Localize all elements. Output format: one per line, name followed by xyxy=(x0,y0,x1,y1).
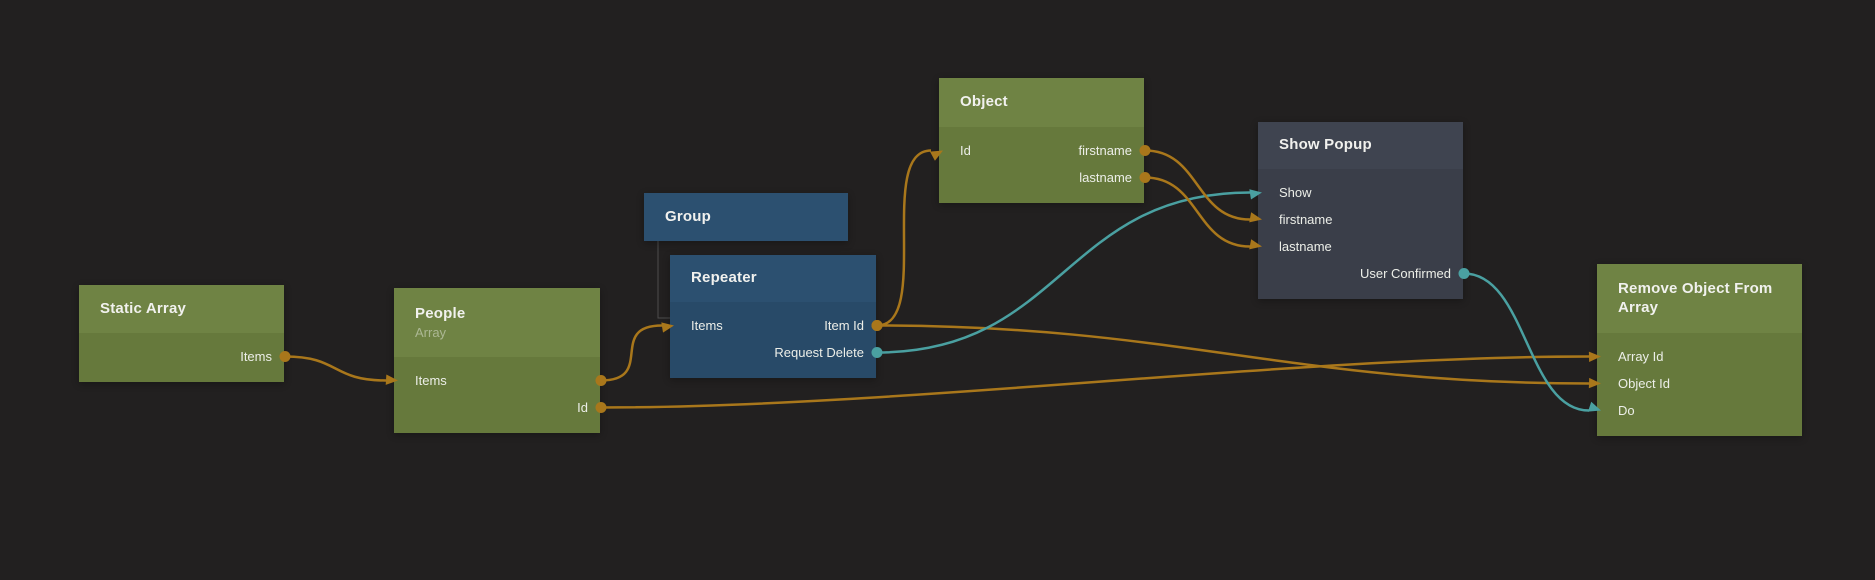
port-row: Object Id xyxy=(1597,370,1802,397)
port-items[interactable]: Items xyxy=(691,318,723,333)
wire-show-popup-3-to-remove-object-from-array-2[interactable] xyxy=(1463,272,1590,412)
port-firstname-output[interactable]: firstname xyxy=(1078,143,1132,158)
port-array-id[interactable]: Array Id xyxy=(1618,349,1664,364)
node-static-array[interactable]: Static Array Items xyxy=(79,285,284,382)
port-request-delete-output[interactable]: Request Delete xyxy=(774,345,864,360)
wire-object-0-to-show-popup-1[interactable] xyxy=(1144,149,1251,221)
output-port-dot[interactable] xyxy=(595,375,607,386)
wire-repeater-1-to-show-popup-0[interactable] xyxy=(876,191,1251,354)
port-id[interactable]: Id xyxy=(960,143,971,158)
input-port-arrow-icon[interactable] xyxy=(1587,401,1603,416)
hierarchy-line xyxy=(657,241,670,319)
node-people[interactable]: People Array Items Id xyxy=(394,288,600,433)
port-items[interactable]: Items xyxy=(415,373,447,388)
port-do[interactable]: Do xyxy=(1618,403,1635,418)
node-body: Items Item Id Request Delete xyxy=(670,302,876,378)
wire-static-array-0-to-people-0[interactable] xyxy=(284,355,387,382)
output-port-dot[interactable] xyxy=(595,402,607,413)
port-row: User Confirmed xyxy=(1258,260,1463,287)
input-port-arrow-icon[interactable] xyxy=(1249,212,1263,224)
node-group[interactable]: Group xyxy=(644,193,848,241)
node-header: Remove Object From Array xyxy=(1597,264,1802,333)
output-port-dot[interactable] xyxy=(1139,172,1151,183)
node-body: Show firstname lastname User Confirmed xyxy=(1258,169,1463,299)
node-body: Array Id Object Id Do xyxy=(1597,333,1802,436)
port-row: lastname xyxy=(939,164,1144,191)
node-repeater[interactable]: Repeater Items Item Id Request Delete xyxy=(670,255,876,378)
node-header: People Array xyxy=(394,288,600,357)
input-port-arrow-icon[interactable] xyxy=(1588,377,1601,389)
wire-repeater-0-to-remove-object-from-array-1[interactable] xyxy=(876,324,1590,385)
port-items-output[interactable]: Items xyxy=(240,349,272,364)
port-user-confirmed-output[interactable]: User Confirmed xyxy=(1359,266,1451,281)
port-row: Items xyxy=(394,367,600,394)
port-row: Request Delete xyxy=(670,339,876,366)
port-row: lastname xyxy=(1258,233,1463,260)
node-remove-object-from-array[interactable]: Remove Object From Array Array Id Object… xyxy=(1597,264,1802,436)
input-port-arrow-icon[interactable] xyxy=(929,146,946,161)
node-show-popup[interactable]: Show Popup Show firstname lastname User … xyxy=(1258,122,1463,299)
port-row: Id xyxy=(394,394,600,421)
output-port-dot[interactable] xyxy=(279,351,291,362)
port-row: Id firstname xyxy=(939,137,1144,164)
output-port-dot[interactable] xyxy=(871,347,883,358)
wire-repeater-0-to-object-0[interactable] xyxy=(876,149,932,327)
input-port-arrow-icon[interactable] xyxy=(1588,351,1601,363)
input-port-arrow-icon[interactable] xyxy=(385,374,399,386)
port-row: Do xyxy=(1597,397,1802,424)
node-title: Remove Object From Array xyxy=(1618,279,1773,316)
node-header: Repeater xyxy=(670,255,876,302)
port-row: Array Id xyxy=(1597,343,1802,370)
port-row: Show xyxy=(1258,179,1463,206)
node-title: Group xyxy=(665,207,711,225)
node-body: Items Id xyxy=(394,357,600,433)
port-item-id-output[interactable]: Item Id xyxy=(824,318,864,333)
node-title: People xyxy=(415,304,466,322)
node-header: Show Popup xyxy=(1258,122,1463,169)
output-port-dot[interactable] xyxy=(1139,145,1151,156)
port-lastname-output[interactable]: lastname xyxy=(1079,170,1132,185)
port-object-id[interactable]: Object Id xyxy=(1618,376,1671,391)
wire-people-0-to-repeater-0[interactable] xyxy=(600,324,663,382)
node-header: Object xyxy=(939,78,1144,127)
input-port-arrow-icon[interactable] xyxy=(1249,239,1263,251)
output-port-dot[interactable] xyxy=(871,320,883,331)
input-port-arrow-icon[interactable] xyxy=(1249,187,1262,200)
input-port-arrow-icon[interactable] xyxy=(661,320,675,333)
port-lastname[interactable]: lastname xyxy=(1279,239,1332,254)
node-title: Show Popup xyxy=(1279,136,1372,154)
port-firstname[interactable]: firstname xyxy=(1279,212,1333,227)
node-body: Items xyxy=(79,333,284,382)
node-header: Static Array xyxy=(79,285,284,333)
node-title: Repeater xyxy=(691,269,757,287)
node-header: Group xyxy=(644,193,848,241)
node-object[interactable]: Object Id firstname lastname xyxy=(939,78,1144,203)
port-row: Items Item Id xyxy=(670,312,876,339)
port-row: firstname xyxy=(1258,206,1463,233)
node-subtitle: Array xyxy=(415,325,447,341)
port-show[interactable]: Show xyxy=(1279,185,1312,200)
port-id-output[interactable]: Id xyxy=(577,400,588,415)
wire-object-1-to-show-popup-2[interactable] xyxy=(1144,176,1251,248)
output-port-dot[interactable] xyxy=(1458,268,1470,279)
wire-people-1-to-remove-object-from-array-0[interactable] xyxy=(600,355,1590,409)
node-body: Id firstname lastname xyxy=(939,127,1144,203)
port-row: Items xyxy=(79,343,284,370)
node-title: Object xyxy=(960,93,1008,111)
node-title: Static Array xyxy=(100,299,187,317)
